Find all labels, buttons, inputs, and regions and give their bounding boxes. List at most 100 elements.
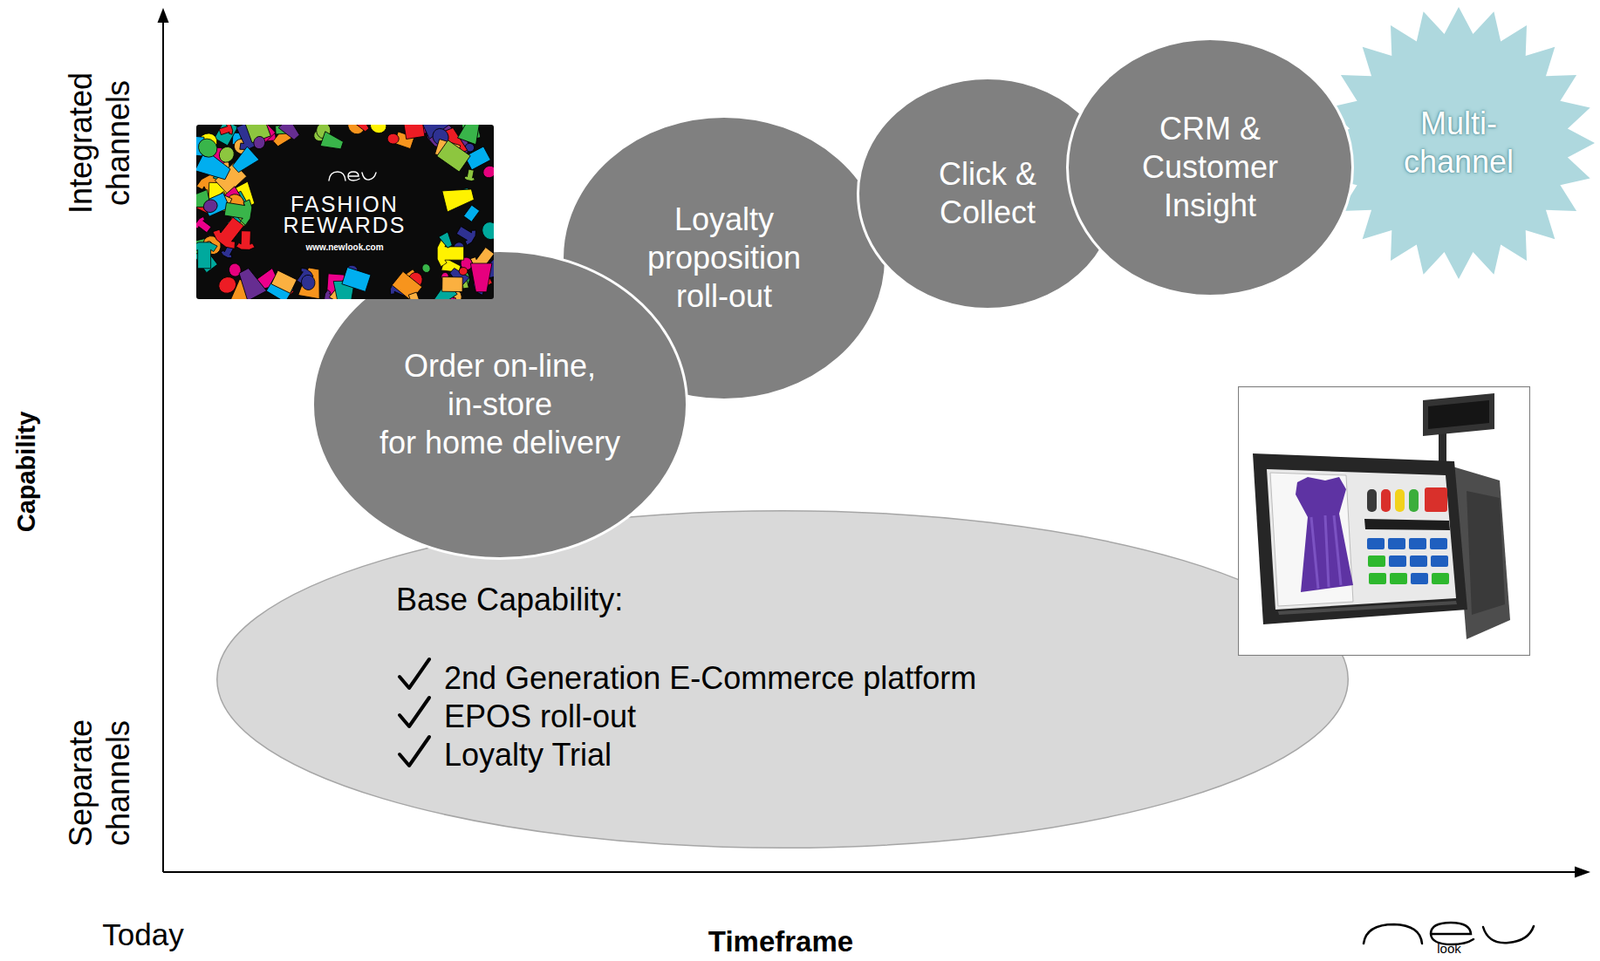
clothing-icon	[454, 222, 479, 247]
clothing-icon	[227, 262, 242, 278]
card-url-holder: www.newlook.com	[305, 242, 383, 253]
clothing-icon	[344, 124, 369, 137]
checklist-item: 2nd Generation E-Commerce platform	[396, 659, 977, 698]
check-mark	[399, 697, 430, 727]
pos-button	[1429, 538, 1448, 550]
clothing-icon	[214, 124, 239, 146]
clothing-icon	[437, 239, 464, 267]
clothing-icon	[227, 215, 242, 230]
clothing-icon	[196, 150, 233, 185]
clothing-icon	[313, 129, 329, 143]
pos-button	[1389, 573, 1408, 585]
pos-button	[1394, 489, 1405, 513]
y-axis-line	[162, 20, 165, 873]
clothing-icon	[199, 232, 225, 259]
screen-strip	[1278, 601, 1457, 616]
clothing-icon	[406, 271, 424, 290]
axis-title: Capability	[11, 411, 42, 534]
pos-button	[1367, 538, 1385, 550]
terminal-side	[1466, 491, 1505, 616]
clothing-icon	[316, 124, 332, 139]
clothing-icon	[468, 244, 494, 274]
clothing-icon	[196, 198, 214, 215]
goal-starburst-outline	[1322, 6, 1595, 280]
stage-label: CRM & Customer Insight	[1141, 109, 1279, 226]
clothing-icon	[430, 125, 452, 149]
clothing-icon	[420, 262, 431, 274]
clothing-icon	[452, 134, 473, 156]
clothing-icon	[458, 187, 475, 205]
clothing-icon	[196, 136, 205, 157]
ellipse-shape	[562, 116, 887, 401]
clothing-icon	[250, 268, 281, 295]
clothing-icon	[437, 280, 463, 300]
clothing-icon	[355, 124, 371, 134]
clothing-icon	[252, 124, 276, 146]
clothing-icon	[451, 268, 472, 290]
clothing-icon	[440, 286, 465, 300]
clothing-icon	[196, 170, 231, 207]
pos-button	[1381, 489, 1391, 513]
clothing-icon	[355, 280, 366, 292]
pos-button	[1430, 555, 1449, 568]
dress-folds	[1311, 515, 1341, 589]
clothing-icon	[439, 271, 450, 282]
clothing-icon	[231, 124, 265, 153]
clothing-icon	[430, 124, 464, 157]
logo-stroke	[328, 171, 346, 181]
customer-display-face	[1428, 400, 1490, 430]
clothing-icon	[232, 181, 259, 210]
card-face	[196, 124, 494, 300]
clothing-icon	[451, 241, 465, 256]
clothing-icon	[464, 205, 480, 222]
clothing-icon	[480, 164, 494, 181]
clothing-icon	[294, 266, 315, 287]
clothing-icon	[298, 266, 325, 300]
clothing-icon	[210, 212, 250, 253]
card-url: www.newlook.com	[305, 242, 383, 253]
clothing-icon	[232, 132, 241, 145]
axis-title-holder: Capability	[11, 411, 42, 534]
axis-end-label: Integrated channels	[61, 72, 137, 214]
clothing-icon	[204, 199, 221, 217]
clothing-icon	[271, 270, 297, 294]
axis-title: Timeframe	[708, 924, 854, 960]
starburst-shape	[1322, 6, 1595, 280]
clothing-icon	[438, 232, 455, 250]
clothing-icon	[226, 191, 252, 219]
screen	[1266, 469, 1457, 610]
pos-button	[1388, 538, 1406, 550]
clothing-icon	[216, 143, 237, 165]
pos-button	[1367, 555, 1386, 568]
clothing-icon	[206, 146, 229, 167]
pos-button-grid	[1367, 538, 1450, 585]
clothing-icon	[208, 182, 230, 212]
display-pole	[1438, 430, 1447, 471]
pos-button	[1410, 573, 1429, 585]
clothing-icon	[214, 163, 247, 195]
logo-stroke	[1363, 924, 1423, 944]
clothing-icon	[196, 237, 213, 254]
pos-button	[1408, 538, 1427, 550]
roadmap-stage-circle: Order on-line, in-store for home deliver…	[311, 249, 689, 561]
clothing-icon	[441, 258, 462, 276]
clothing-icon	[471, 275, 493, 297]
clothing-icon	[457, 124, 485, 145]
clothing-icon	[223, 191, 247, 216]
node-text-group: Order on-line, in-store for home deliver…	[311, 249, 689, 561]
node-text-group: Multi- channel	[1322, 6, 1595, 280]
clothing-icon	[218, 124, 234, 138]
clothing-icon	[460, 124, 481, 141]
clothing-icon	[328, 278, 353, 300]
axis-end-label-holder: Separate channels	[61, 719, 137, 848]
clothing-icon	[442, 184, 476, 212]
clothing-icon	[346, 265, 358, 276]
logo-wordmark: look	[1436, 941, 1462, 958]
clothing-icon	[368, 124, 389, 136]
clothing-icon	[271, 275, 298, 300]
pos-button	[1424, 487, 1448, 513]
clothing-icon	[275, 124, 288, 135]
stage-label: Order on-line, in-store for home deliver…	[379, 347, 621, 463]
y-axis-arrowhead	[157, 7, 170, 23]
clothing-icon	[394, 131, 415, 150]
